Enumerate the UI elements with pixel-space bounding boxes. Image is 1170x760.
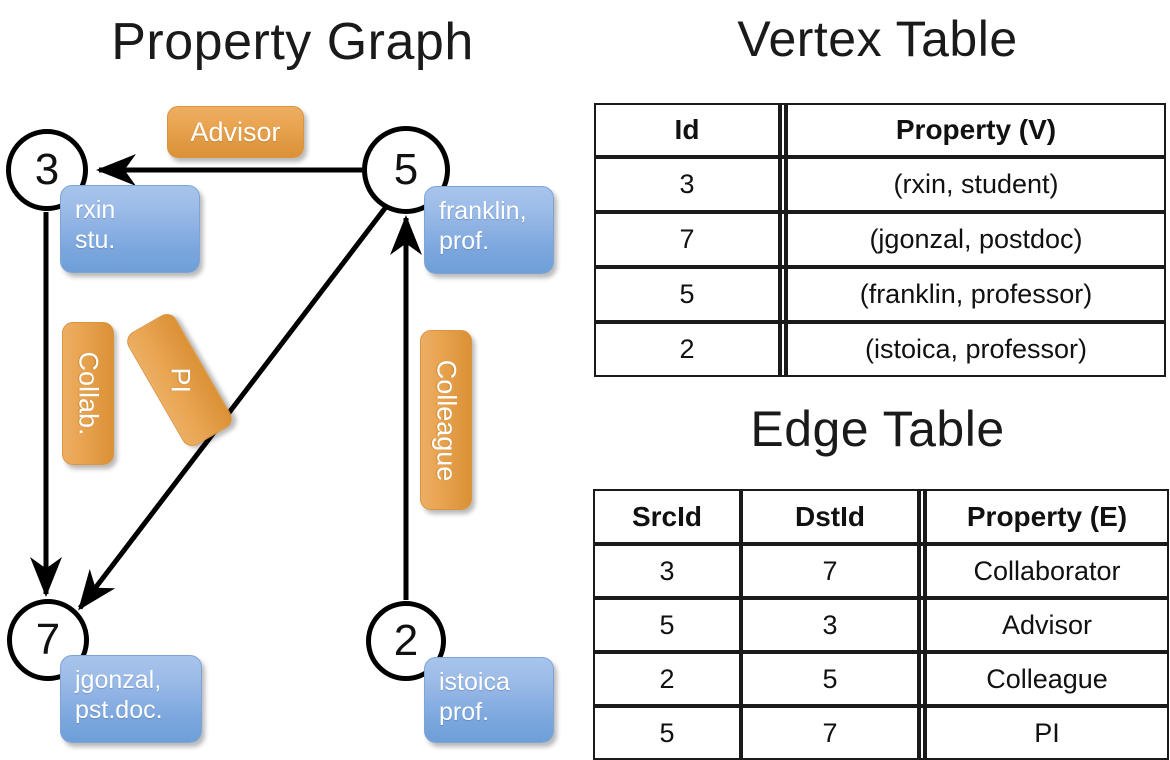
column-gap (780, 103, 786, 157)
vertex-badge-jgonzal-line1: jgonzal, (75, 666, 162, 694)
edge-cell-dstid: 7 (741, 544, 919, 598)
column-gap (919, 489, 925, 544)
edge-table: SrcId DstId Property (E) 3 7 Collaborato… (593, 489, 1169, 760)
edge-badge-pi-label: PI (164, 367, 195, 393)
vertex-cell-id: 7 (594, 212, 780, 267)
vertex-badge-jgonzal-line2: pst.doc. (75, 696, 163, 724)
edge-cell-dstid: 7 (741, 706, 919, 760)
vertex-badge-rxin-line1: rxin (75, 196, 116, 224)
edge-cell-property: Collaborator (925, 544, 1169, 598)
column-gap (780, 322, 786, 377)
column-gap (919, 652, 925, 706)
vertex-table-header-row: Id Property (V) (594, 103, 1166, 157)
graph-node-5[interactable]: 5 (362, 126, 450, 214)
column-gap (780, 157, 786, 212)
edge-table-row[interactable]: 2 5 Colleague (593, 652, 1169, 706)
edge-table-row[interactable]: 3 7 Collaborator (593, 544, 1169, 598)
edge-header-dstid: DstId (741, 489, 919, 544)
edge-cell-srcid: 5 (593, 706, 741, 760)
vertex-table-row[interactable]: 5 (franklin, professor) (594, 267, 1166, 322)
vertex-badge-jgonzal: jgonzal, pst.doc. (60, 655, 202, 743)
vertex-badge-istoica: istoica prof. (424, 657, 554, 743)
edge-badge-colleague-label: Colleague (431, 359, 462, 481)
vertex-badge-rxin-line2: stu. (75, 226, 116, 254)
edge-header-property: Property (E) (925, 489, 1169, 544)
edge-table-title: Edge Table (750, 401, 1005, 457)
vertex-badge-istoica-line2: prof. (439, 698, 490, 726)
edge-cell-srcid: 5 (593, 598, 741, 652)
edge-badge-colleague: Colleague (420, 330, 472, 510)
vertex-table-row[interactable]: 3 (rxin, student) (594, 157, 1166, 212)
vertex-table-title: Vertex Table (737, 11, 1018, 67)
edge-header-srcid: SrcId (593, 489, 741, 544)
vertex-table: Id Property (V) 3 (rxin, student) 7 (jgo… (594, 103, 1166, 377)
vertex-badge-franklin-line2: prof. (439, 227, 490, 255)
column-gap (919, 706, 925, 760)
vertex-table-row[interactable]: 2 (istoica, professor) (594, 322, 1166, 377)
vertex-badge-franklin: franklin, prof. (424, 186, 554, 274)
vertex-cell-property: (rxin, student) (786, 157, 1166, 212)
graph-node-2[interactable]: 2 (366, 601, 446, 681)
edge-cell-dstid: 5 (741, 652, 919, 706)
vertex-cell-property: (jgonzal, postdoc) (786, 212, 1166, 267)
edge-cell-srcid: 2 (593, 652, 741, 706)
edge-cell-dstid: 3 (741, 598, 919, 652)
edge-cell-property: PI (925, 706, 1169, 760)
vertex-cell-id: 2 (594, 322, 780, 377)
column-gap (919, 598, 925, 652)
column-gap (919, 544, 925, 598)
edge-badge-collab-label: Collab. (73, 351, 104, 436)
edge-badge-collab: Collab. (62, 322, 114, 465)
edge-cell-property: Colleague (925, 652, 1169, 706)
vertex-cell-property: (franklin, professor) (786, 267, 1166, 322)
vertex-cell-property: (istoica, professor) (786, 322, 1166, 377)
column-gap (780, 212, 786, 267)
vertex-badge-istoica-line1: istoica (439, 668, 510, 696)
vertex-badge-rxin: rxin stu. (60, 185, 200, 273)
vertex-cell-id: 5 (594, 267, 780, 322)
property-graph-title: Property Graph (111, 13, 474, 71)
vertex-table-row[interactable]: 7 (jgonzal, postdoc) (594, 212, 1166, 267)
graph-edges (30, 154, 422, 611)
vertex-header-id: Id (594, 103, 780, 157)
edge-cell-srcid: 3 (593, 544, 741, 598)
edge-table-row[interactable]: 5 3 Advisor (593, 598, 1169, 652)
edge-badge-advisor-label: Advisor (190, 116, 281, 147)
vertex-badge-franklin-line1: franklin, (439, 197, 527, 225)
column-gap (780, 267, 786, 322)
edge-table-header-row: SrcId DstId Property (E) (593, 489, 1169, 544)
edge-table-row[interactable]: 5 7 PI (593, 706, 1169, 760)
edge-badge-advisor: Advisor (167, 106, 304, 158)
edge-5-7-pi (78, 201, 391, 611)
vertex-header-property: Property (V) (786, 103, 1166, 157)
edge-cell-property: Advisor (925, 598, 1169, 652)
vertex-cell-id: 3 (594, 157, 780, 212)
